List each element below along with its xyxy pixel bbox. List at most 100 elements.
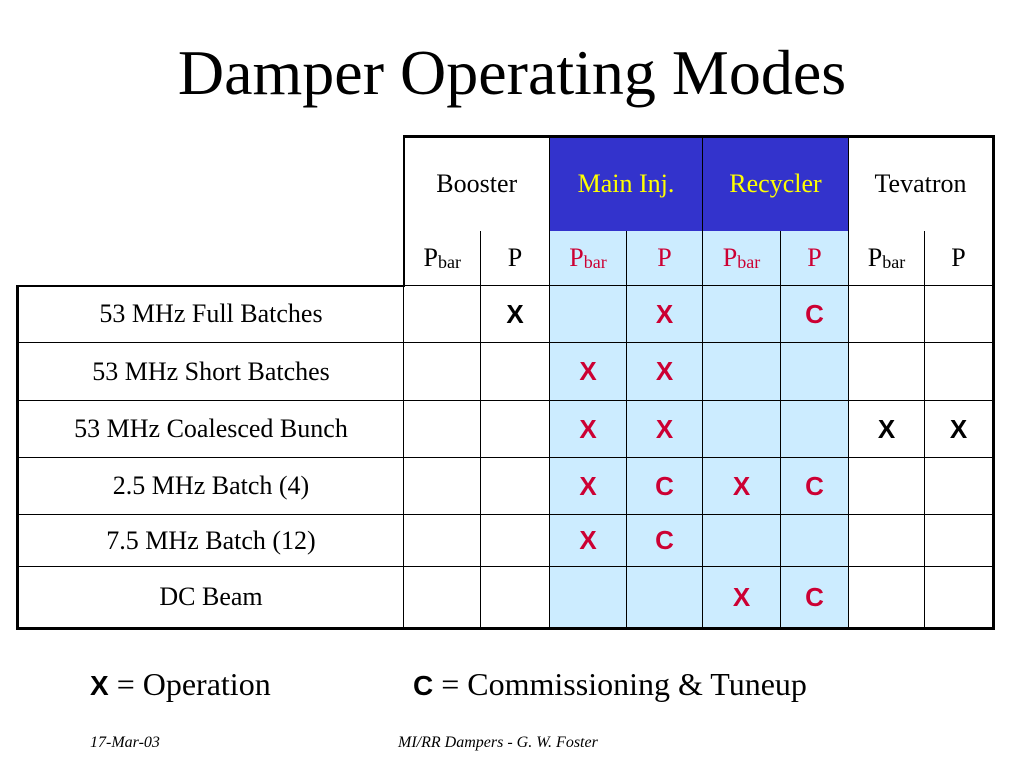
table-cell — [403, 566, 481, 630]
subheader-main-inj-p: P — [626, 230, 703, 286]
operation-mark: X — [732, 470, 751, 501]
legend-x-symbol: X — [90, 670, 109, 701]
subheader-pbar-main: P — [722, 242, 738, 272]
operation-mark: X — [579, 525, 597, 555]
subheader-pbar-subscript: bar — [737, 251, 761, 272]
table-cell — [403, 342, 481, 401]
table-cell: C — [626, 457, 703, 515]
subheader-label: Pbar — [424, 243, 461, 272]
commissioning-mark: C — [805, 298, 824, 329]
operation-mark: X — [506, 298, 524, 329]
table-cell: C — [780, 285, 849, 343]
table-cell — [780, 342, 849, 401]
row-label: DC Beam — [16, 566, 404, 630]
operation-mark: X — [579, 356, 597, 386]
operation-mark: X — [655, 356, 674, 386]
table-cell — [848, 342, 925, 401]
legend-c-symbol: C — [413, 670, 434, 701]
table-cell — [848, 566, 925, 630]
table-cell — [702, 285, 781, 343]
table-cell — [780, 400, 849, 458]
table-cell — [848, 457, 925, 515]
column-group-main-inj: Main Inj. — [549, 135, 703, 231]
subheader-label: P — [657, 242, 672, 272]
subheader-pbar-subscript: bar — [583, 251, 607, 272]
legend-c-text: = Commissioning & Tuneup — [441, 666, 807, 702]
subheader-booster-pbar: Pbar — [403, 230, 481, 286]
operating-modes-table: Booster Main Inj. Recycler Tevatron Pbar… — [16, 135, 995, 630]
subheader-label: Pbar — [868, 243, 905, 272]
operation-mark: X — [732, 581, 751, 612]
column-group-tevatron: Tevatron — [848, 135, 995, 231]
subheader-pbar-subscript: bar — [437, 251, 461, 272]
column-group-booster: Booster — [403, 135, 550, 231]
table-cell: X — [626, 285, 703, 343]
subheader-pbar-subscript: bar — [882, 251, 906, 272]
table-cell — [403, 457, 481, 515]
subheader-tevatron-p: P — [924, 230, 995, 286]
subheader-recycler-p: P — [780, 230, 849, 286]
commissioning-mark: C — [805, 470, 824, 501]
table-cell — [702, 514, 781, 567]
table-cell — [480, 566, 550, 630]
column-group-recycler: Recycler — [702, 135, 849, 231]
row-label: 53 MHz Full Batches — [16, 285, 404, 343]
row-label: 53 MHz Coalesced Bunch — [16, 400, 404, 458]
subheader-label: P — [507, 242, 523, 272]
subheader-booster-p: P — [480, 230, 550, 286]
subheader-pbar-main: P — [423, 242, 438, 272]
table-cell: X — [549, 400, 627, 458]
table-cell: C — [780, 457, 849, 515]
table-cell — [780, 514, 849, 567]
legend-commissioning: C = Commissioning & Tuneup — [413, 662, 807, 708]
table-cell — [403, 400, 481, 458]
table-cell: X — [626, 400, 703, 458]
table-cell: X — [549, 342, 627, 401]
commissioning-mark: C — [655, 525, 674, 555]
table-cell: X — [848, 400, 925, 458]
table-cell — [480, 342, 550, 401]
subheader-tevatron-pbar: Pbar — [848, 230, 925, 286]
legend-x-text: = Operation — [116, 666, 271, 702]
table-cell — [848, 285, 925, 343]
table-cell: C — [626, 514, 703, 567]
table-cell: X — [626, 342, 703, 401]
table-cell — [924, 457, 995, 515]
row-label: 2.5 MHz Batch (4) — [16, 457, 404, 515]
subheader-pbar-main: P — [867, 242, 883, 272]
table-row: DC Beam X C — [16, 566, 995, 630]
row-label: 7.5 MHz Batch (12) — [16, 514, 404, 567]
table-cell — [403, 514, 481, 567]
table-cell — [403, 285, 481, 343]
table-cell: X — [549, 457, 627, 515]
table-cell — [549, 285, 627, 343]
table-cell — [848, 514, 925, 567]
table-corner — [17, 136, 405, 287]
table-cell: X — [549, 514, 627, 567]
table-cell: X — [702, 457, 781, 515]
footer-date: 17-Mar-03 — [90, 734, 160, 751]
subheader-pbar-main: P — [569, 242, 584, 272]
table-cell — [480, 514, 550, 567]
subheader-label: Pbar — [569, 243, 606, 272]
table-cell — [480, 457, 550, 515]
table-cell — [924, 342, 995, 401]
table-row: 7.5 MHz Batch (12) X C — [16, 514, 995, 567]
subheader-label: P — [807, 242, 822, 272]
subheader-recycler-pbar: Pbar — [702, 230, 781, 286]
subheader-label: Pbar — [723, 243, 760, 272]
table-cell: X — [702, 566, 781, 630]
commissioning-mark: C — [805, 581, 824, 612]
table-cell — [480, 400, 550, 458]
table-row: 53 MHz Full Batches X X C — [16, 285, 995, 343]
table-cell — [924, 566, 995, 630]
operation-mark: X — [949, 413, 968, 444]
table-cell — [924, 514, 995, 567]
operation-mark: X — [579, 413, 597, 444]
table-cell — [924, 285, 995, 343]
